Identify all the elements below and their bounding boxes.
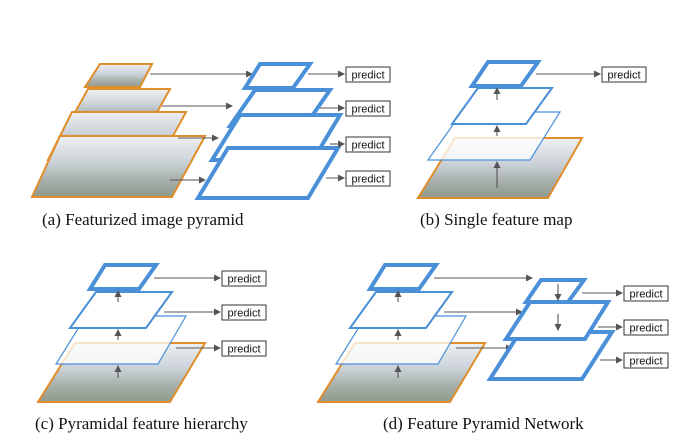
panel-b: predict (b) Single feature map (416, 60, 647, 229)
predict-box-c-1: predict (221, 270, 267, 287)
svg-text:predict: predict (351, 140, 384, 152)
predict-box-a-2: predict (345, 100, 391, 117)
bottomup-map-d-2 (348, 291, 454, 329)
panel-d: predict predict predict (d) Feature Pyra… (316, 263, 669, 433)
panel-c: predict predict predict (c) Pyramidal fe… (35, 263, 267, 433)
svg-text:predict: predict (629, 289, 662, 301)
svg-text:predict: predict (629, 356, 662, 368)
predict-box-a-3: predict (345, 136, 391, 153)
feature-map-c-2 (68, 291, 174, 329)
predict-box-a-4: predict (345, 170, 391, 187)
panel-a: predict predict predict predict (a) Feat… (30, 62, 391, 229)
feature-map-a-1 (241, 62, 314, 90)
image-layer-a-1 (83, 63, 154, 88)
predict-box-a-1: predict (345, 66, 391, 83)
svg-text:predict: predict (227, 344, 260, 356)
svg-text:predict: predict (351, 104, 384, 116)
caption-a: (a) Featurized image pyramid (42, 210, 244, 229)
predict-box-d-2: predict (623, 319, 669, 336)
feature-map-a-4 (194, 146, 342, 200)
svg-text:predict: predict (351, 70, 384, 82)
predict-box-d-1: predict (623, 285, 669, 302)
image-layer-a-4 (30, 135, 207, 198)
svg-text:predict: predict (227, 274, 260, 286)
caption-c: (c) Pyramidal feature hierarchy (35, 414, 248, 433)
predict-box-d-3: predict (623, 352, 669, 369)
feature-map-b-2 (450, 87, 554, 125)
topdown-map-d-1 (522, 278, 588, 304)
caption-b: (b) Single feature map (420, 210, 572, 229)
svg-text:predict: predict (351, 174, 384, 186)
topdown-map-d-2 (502, 300, 612, 341)
feature-map-b-1 (468, 60, 542, 88)
svg-text:predict: predict (227, 308, 260, 320)
feature-map-c-1 (86, 263, 160, 291)
predict-box-b: predict (601, 66, 647, 83)
caption-d: (d) Feature Pyramid Network (383, 414, 584, 433)
svg-text:predict: predict (629, 323, 662, 335)
svg-text:predict: predict (607, 70, 640, 82)
bottomup-map-d-1 (366, 263, 440, 291)
predict-box-c-3: predict (221, 340, 267, 357)
predict-box-c-2: predict (221, 304, 267, 321)
